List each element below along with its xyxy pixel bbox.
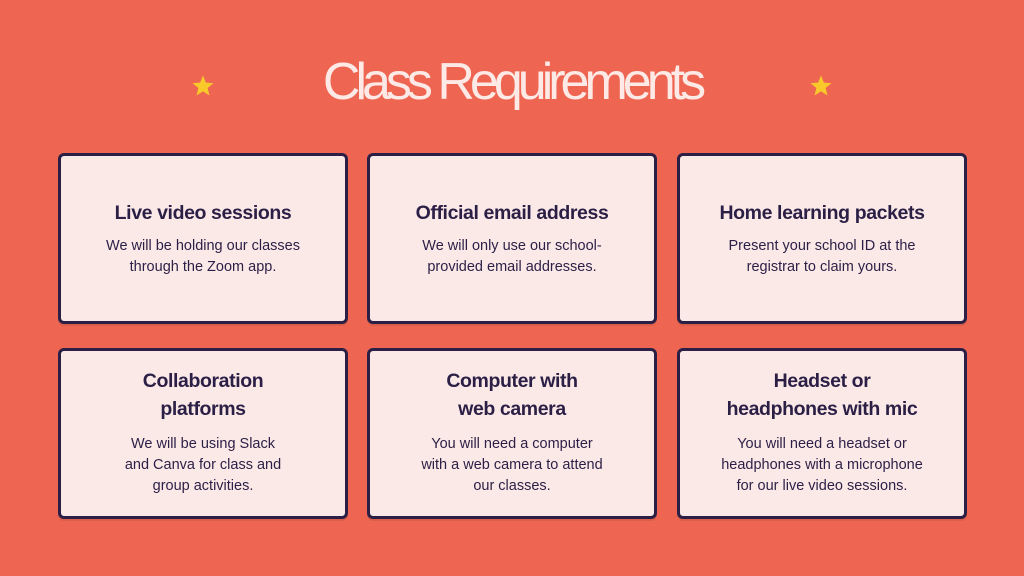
requirement-card-email: Official email address We will only use … <box>367 153 657 324</box>
card-title: Computer with web camera <box>446 370 578 420</box>
slide-title: Class Requirements <box>322 53 706 111</box>
requirement-card-computer: Computer with web camera You will need a… <box>367 348 657 519</box>
card-description: Present your school ID at the registrar … <box>728 238 916 275</box>
card-description: We will be holding our classes through t… <box>106 238 300 275</box>
card-title: Headset or headphones with mic <box>726 370 918 420</box>
requirement-card-headset: Headset or headphones with mic You will … <box>677 348 967 519</box>
card-description: We will only use our school- provided em… <box>422 238 602 275</box>
card-description: You will need a headset or headphones wi… <box>721 436 923 494</box>
card-description: We will be using Slack and Canva for cla… <box>124 436 282 494</box>
card-title: Collaboration platforms <box>142 370 264 420</box>
requirement-card-collaboration: Collaboration platforms We will be using… <box>58 348 348 519</box>
star-icon <box>192 75 214 96</box>
requirement-card-learning-packets: Home learning packets Present your schoo… <box>677 153 967 324</box>
card-title: Home learning packets <box>719 202 925 224</box>
card-title: Official email address <box>415 202 609 224</box>
requirement-card-live-video: Live video sessions We will be holding o… <box>58 153 348 324</box>
card-description: You will need a computer with a web came… <box>421 436 603 494</box>
card-title: Live video sessions <box>114 202 292 224</box>
star-icon <box>810 75 832 96</box>
